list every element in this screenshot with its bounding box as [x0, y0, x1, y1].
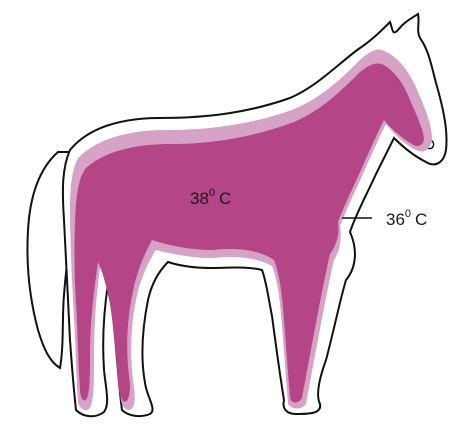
shell-temp-value: 36 — [386, 210, 405, 229]
core-temp-value: 38 — [190, 189, 209, 208]
core-temp-degree: 0 — [209, 187, 215, 199]
shell-temp-unit: C — [415, 210, 427, 229]
shell-temp-degree: 0 — [405, 208, 411, 220]
core-temp-unit: C — [219, 189, 231, 208]
